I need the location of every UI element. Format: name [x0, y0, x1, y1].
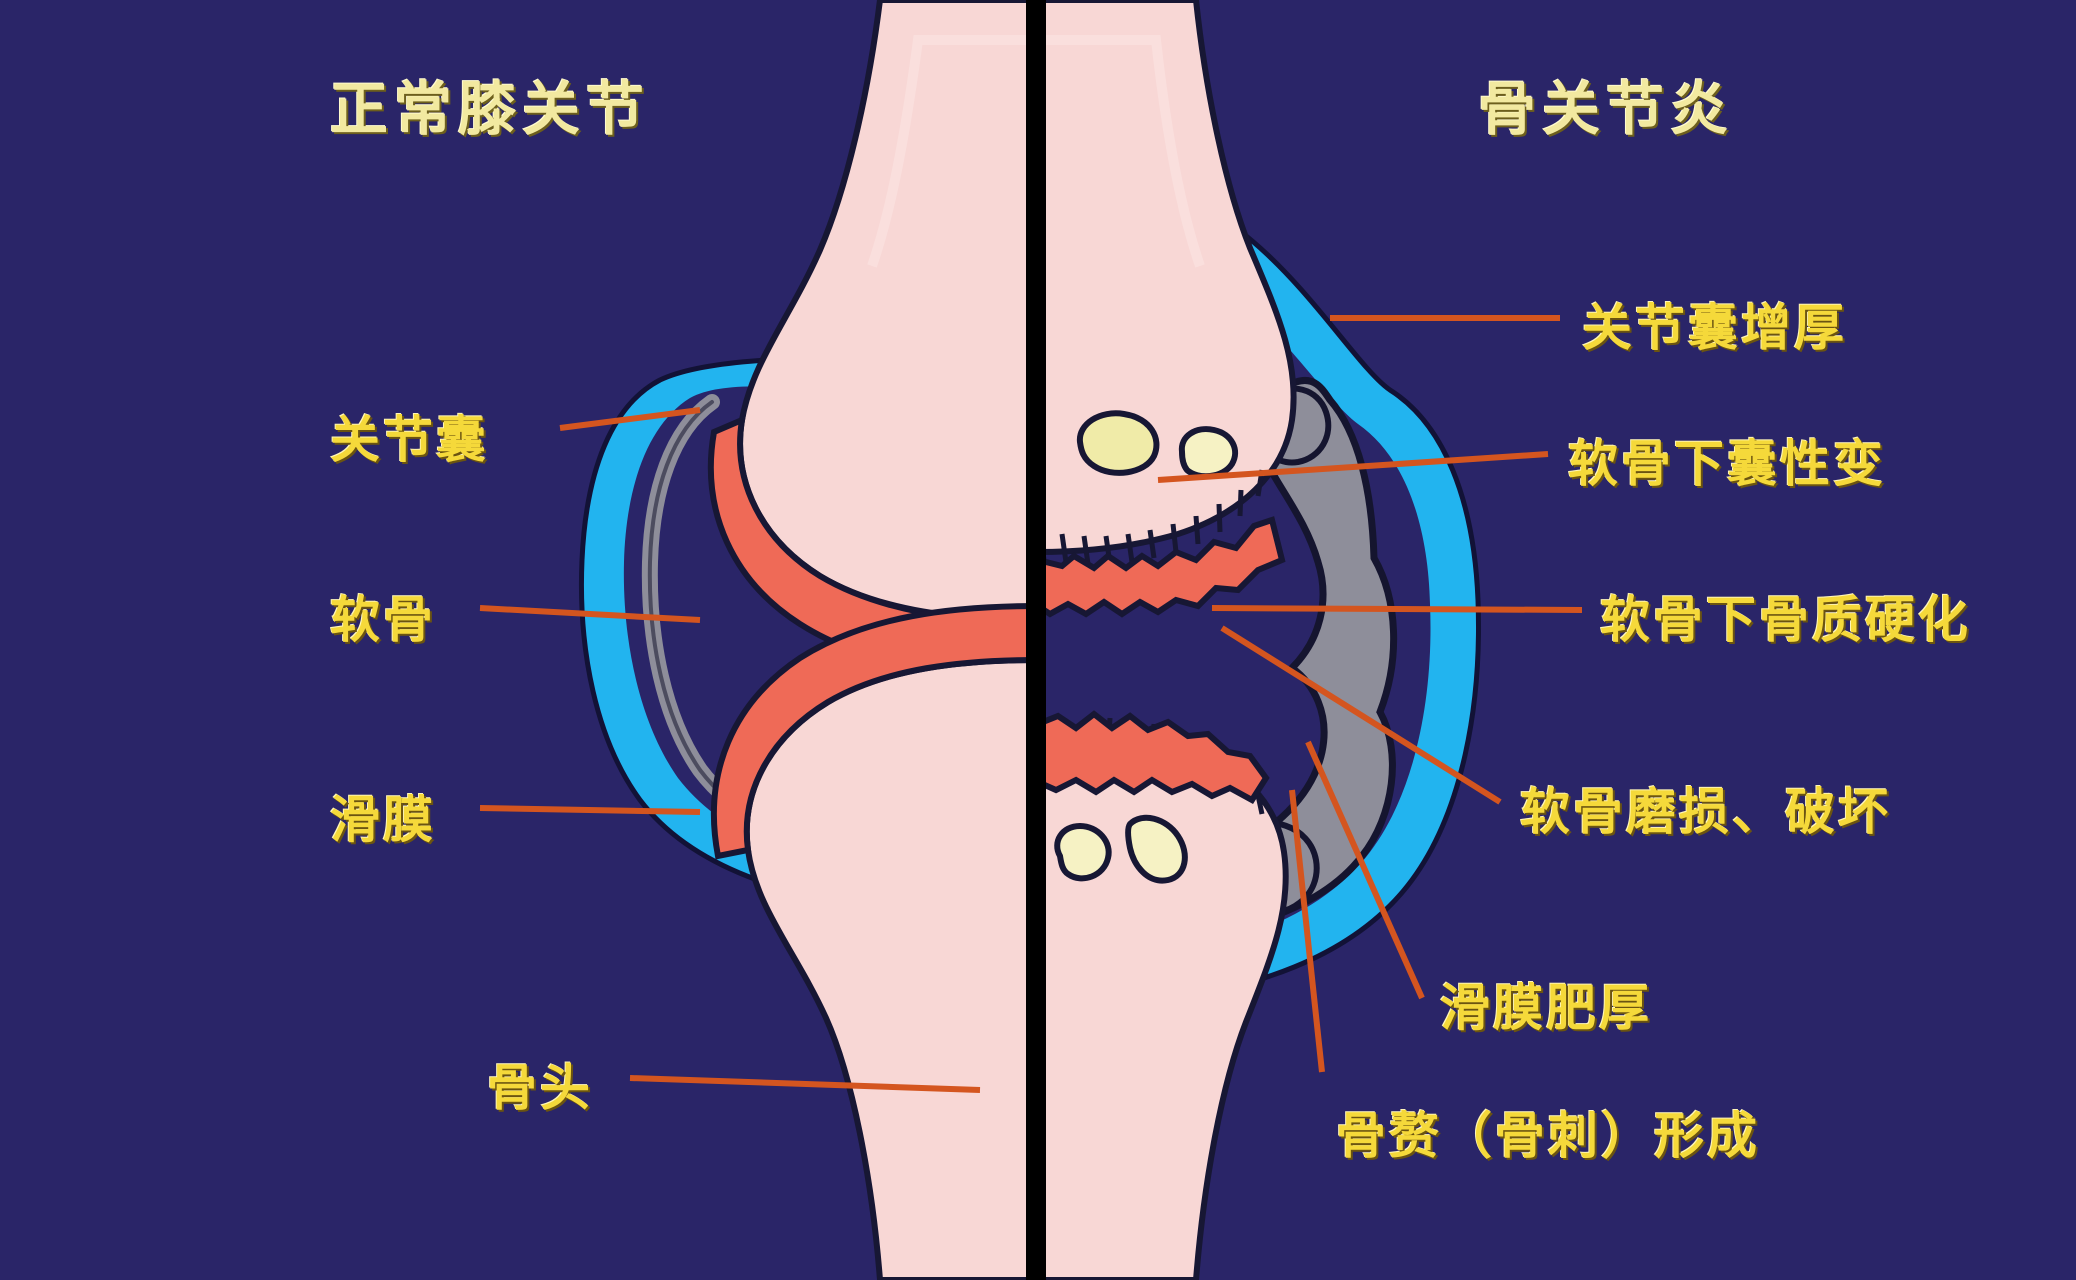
label-subchondral-cysts: 软骨下囊性变 [1568, 435, 1886, 493]
title-osteoarthritis: 骨关节炎 [1478, 75, 1735, 143]
title-normal-knee: 正常膝关节 [330, 75, 651, 143]
leader-bone-sclerosis [1211, 605, 1583, 613]
oa-femur-shaft-highlight [1046, 35, 1205, 268]
label-synovial-hypertrophy: 滑膜肥厚 [1440, 979, 1652, 1037]
center-divider [1026, 0, 1046, 1280]
leader-bone-head [629, 1075, 981, 1093]
label-joint-capsule: 关节囊 [330, 411, 489, 469]
label-capsule-thickening: 关节囊增厚 [1582, 299, 1847, 357]
subchondral-cyst-2 [1178, 426, 1239, 480]
label-bone-sclerosis: 软骨下骨质硬化 [1600, 591, 1971, 649]
leader-synovial-hypertrophy [1305, 740, 1425, 1000]
subchondral-cyst-4 [1125, 814, 1188, 884]
leader-osteophyte [1289, 789, 1325, 1073]
label-bone-head: 骨头 [487, 1059, 593, 1117]
leader-joint-capsule [559, 407, 701, 431]
leader-synovium [479, 805, 701, 815]
leader-cartilage [479, 605, 701, 623]
femur-shaft-highlight [867, 35, 1038, 268]
subchondral-cyst-1 [1076, 410, 1160, 476]
leader-lines [479, 315, 1583, 1093]
eroded-cartilage-upper [1038, 516, 1286, 618]
subchondral-cyst-3 [1054, 822, 1112, 882]
eroded-cartilage-lower [1038, 710, 1270, 804]
sclerotic-bone-upper [1038, 469, 1265, 565]
label-cartilage-erosion: 软骨磨损、破坏 [1520, 783, 1891, 841]
leader-subchondral-cysts [1157, 451, 1549, 483]
label-synovium: 滑膜 [330, 791, 436, 849]
label-osteophyte: 骨赘（骨刺）形成 [1336, 1107, 1760, 1165]
label-cartilage: 软骨 [330, 591, 436, 649]
oa-knee-group [1038, 0, 1481, 1280]
leader-cartilage-erosion [1220, 625, 1502, 805]
